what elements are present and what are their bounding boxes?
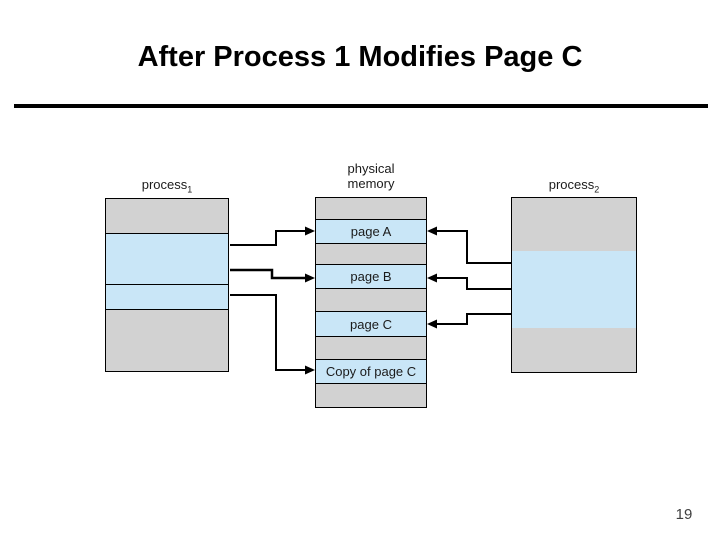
page-number: 19 xyxy=(675,506,693,523)
arrow-process1-to-page-b xyxy=(230,268,306,280)
process2-unmapped-bottom-block xyxy=(512,328,636,372)
process1-page-c-block xyxy=(106,284,228,309)
memory-free-block-0 xyxy=(316,198,426,219)
process2-label-text: process xyxy=(548,177,595,192)
process1-unmapped-top-block xyxy=(106,199,228,233)
arrow-process1-to-page-a xyxy=(230,230,306,246)
process2-pages-block xyxy=(512,251,636,328)
process2-label: process2 xyxy=(511,177,637,198)
memory-block-page-a: page A xyxy=(316,219,426,244)
memory-free-block-2 xyxy=(316,289,426,311)
process1-pages-ab-block xyxy=(106,233,228,284)
arrowhead-copy-of-page-c-icon xyxy=(305,365,315,375)
memory-free-block-3 xyxy=(316,337,426,359)
page-title: After Process 1 Modifies Page C xyxy=(137,41,583,73)
arrow-process1-to-copy-of-page-c xyxy=(230,294,306,371)
physical-memory-label-line2: memory xyxy=(347,176,395,191)
physical-memory-label: physical memory xyxy=(315,161,427,191)
process1-label-text: process xyxy=(141,177,188,192)
process1-label-subscript: 1 xyxy=(187,184,193,195)
arrow-process2-to-page-c xyxy=(436,313,511,325)
physical-memory-column: page A page B page C Copy of page C xyxy=(315,197,427,408)
arrowhead-page-b-left-icon xyxy=(305,273,315,283)
arrowhead-page-a-left-icon xyxy=(305,226,315,236)
arrowhead-page-c-right-icon xyxy=(427,319,437,329)
memory-free-block-4 xyxy=(316,384,426,407)
process2-unmapped-top-block xyxy=(512,198,636,251)
process2-column xyxy=(511,197,637,373)
physical-memory-label-line1: physical xyxy=(347,161,395,176)
process1-unmapped-bottom-block xyxy=(106,309,228,371)
title-underline-rule xyxy=(14,104,708,108)
process1-label: process1 xyxy=(105,177,229,198)
arrow-process2-to-page-a xyxy=(436,230,511,264)
memory-block-copy-of-page-c: Copy of page C xyxy=(316,359,426,384)
memory-block-page-c: page C xyxy=(316,311,426,337)
arrowhead-page-b-right-icon xyxy=(427,273,437,283)
memory-block-page-b: page B xyxy=(316,264,426,289)
arrow-process2-to-page-b xyxy=(436,277,511,290)
arrowhead-page-a-right-icon xyxy=(427,226,437,236)
process1-column xyxy=(105,198,229,372)
process2-label-subscript: 2 xyxy=(594,184,600,195)
memory-free-block-1 xyxy=(316,244,426,264)
